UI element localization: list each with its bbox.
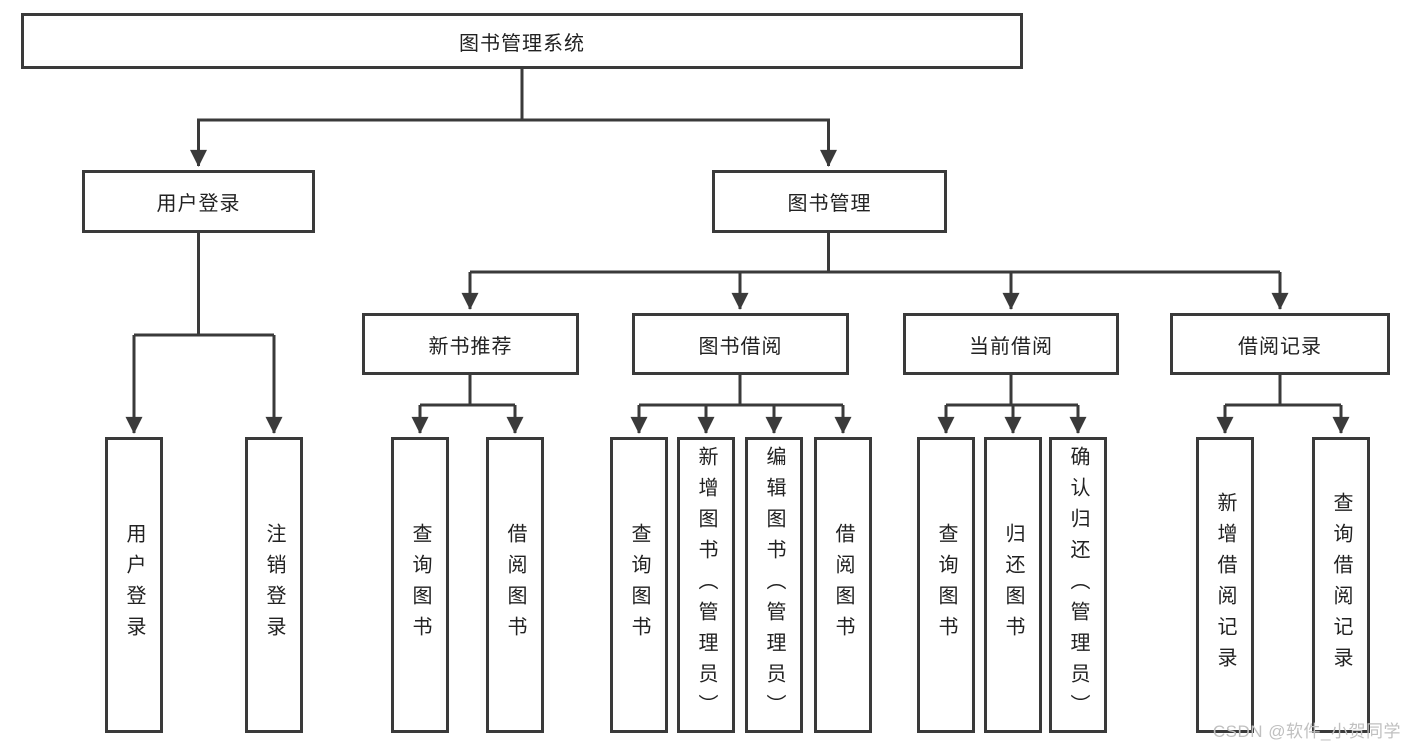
leaf-borrow-books-label: 借阅图书 [832, 523, 854, 647]
leaf-query-books-borrowing-label: 查询图书 [628, 523, 650, 647]
leaf-query-books-borrowing: 查询图书 [610, 437, 668, 733]
leaf-query-books-recommend-label: 查询图书 [409, 523, 431, 647]
connector-user-login-split [134, 233, 274, 337]
leaf-query-borrow-record: 查询借阅记录 [1312, 437, 1370, 733]
node-new-book-recommendation: 新书推荐 [362, 313, 579, 375]
leaf-logout: 注销登录 [245, 437, 303, 733]
leaf-user-login: 用户登录 [105, 437, 163, 733]
connector-book-borrowing-split [639, 375, 843, 407]
leaf-borrow-books-recommend-label: 借阅图书 [504, 523, 526, 647]
leaf-query-books-recommend: 查询图书 [391, 437, 449, 733]
leaf-add-books-admin-label: 新增图书（管理员） [695, 445, 717, 725]
leaf-logout-label: 注销登录 [263, 523, 285, 647]
leaf-confirm-return-admin: 确认归还（管理员） [1049, 437, 1107, 733]
node-library-management-system: 图书管理系统 [21, 13, 1023, 69]
leaf-edit-books-admin: 编辑图书（管理员） [745, 437, 803, 733]
leaf-borrow-books: 借阅图书 [814, 437, 872, 733]
leaf-return-books: 归还图书 [984, 437, 1042, 733]
csdn-watermark: CSDN @软件_小贺同学 [1212, 722, 1401, 741]
node-user-login: 用户登录 [82, 170, 315, 233]
leaf-add-borrow-record: 新增借阅记录 [1196, 437, 1254, 733]
node-user-login-label: 用户登录 [156, 193, 241, 215]
node-borrowing-records-label: 借阅记录 [1238, 335, 1322, 358]
node-book-borrowing-label: 图书借阅 [698, 335, 783, 358]
node-book-borrowing: 图书借阅 [632, 313, 849, 375]
connector-new-book-split [420, 375, 515, 407]
node-borrowing-records: 借阅记录 [1170, 313, 1390, 375]
node-current-borrowing: 当前借阅 [903, 313, 1119, 375]
connector-current-borrowing-split [946, 375, 1078, 407]
leaf-query-borrow-record-label: 查询借阅记录 [1330, 492, 1352, 678]
leaf-return-books-label: 归还图书 [1002, 523, 1024, 647]
leaf-add-borrow-record-label: 新增借阅记录 [1214, 492, 1236, 678]
leaf-confirm-return-admin-label: 确认归还（管理员） [1067, 445, 1089, 725]
connector-root-split [197, 69, 830, 122]
leaf-add-books-admin: 新增图书（管理员） [677, 437, 735, 733]
connector-borrowing-records-split [1225, 375, 1341, 407]
leaf-query-books-current: 查询图书 [917, 437, 975, 733]
node-book-management: 图书管理 [712, 170, 947, 233]
leaf-query-books-current-label: 查询图书 [935, 523, 957, 647]
node-current-borrowing-label: 当前借阅 [969, 335, 1053, 358]
node-new-book-recommendation-label: 新书推荐 [428, 335, 513, 358]
node-book-management-label: 图书管理 [787, 193, 872, 215]
leaf-borrow-books-recommend: 借阅图书 [486, 437, 544, 733]
leaf-user-login-label: 用户登录 [123, 523, 145, 647]
node-library-management-system-label: 图书管理系统 [459, 32, 585, 55]
connector-book-management-split [470, 233, 1280, 274]
leaf-edit-books-admin-label: 编辑图书（管理员） [763, 445, 785, 725]
